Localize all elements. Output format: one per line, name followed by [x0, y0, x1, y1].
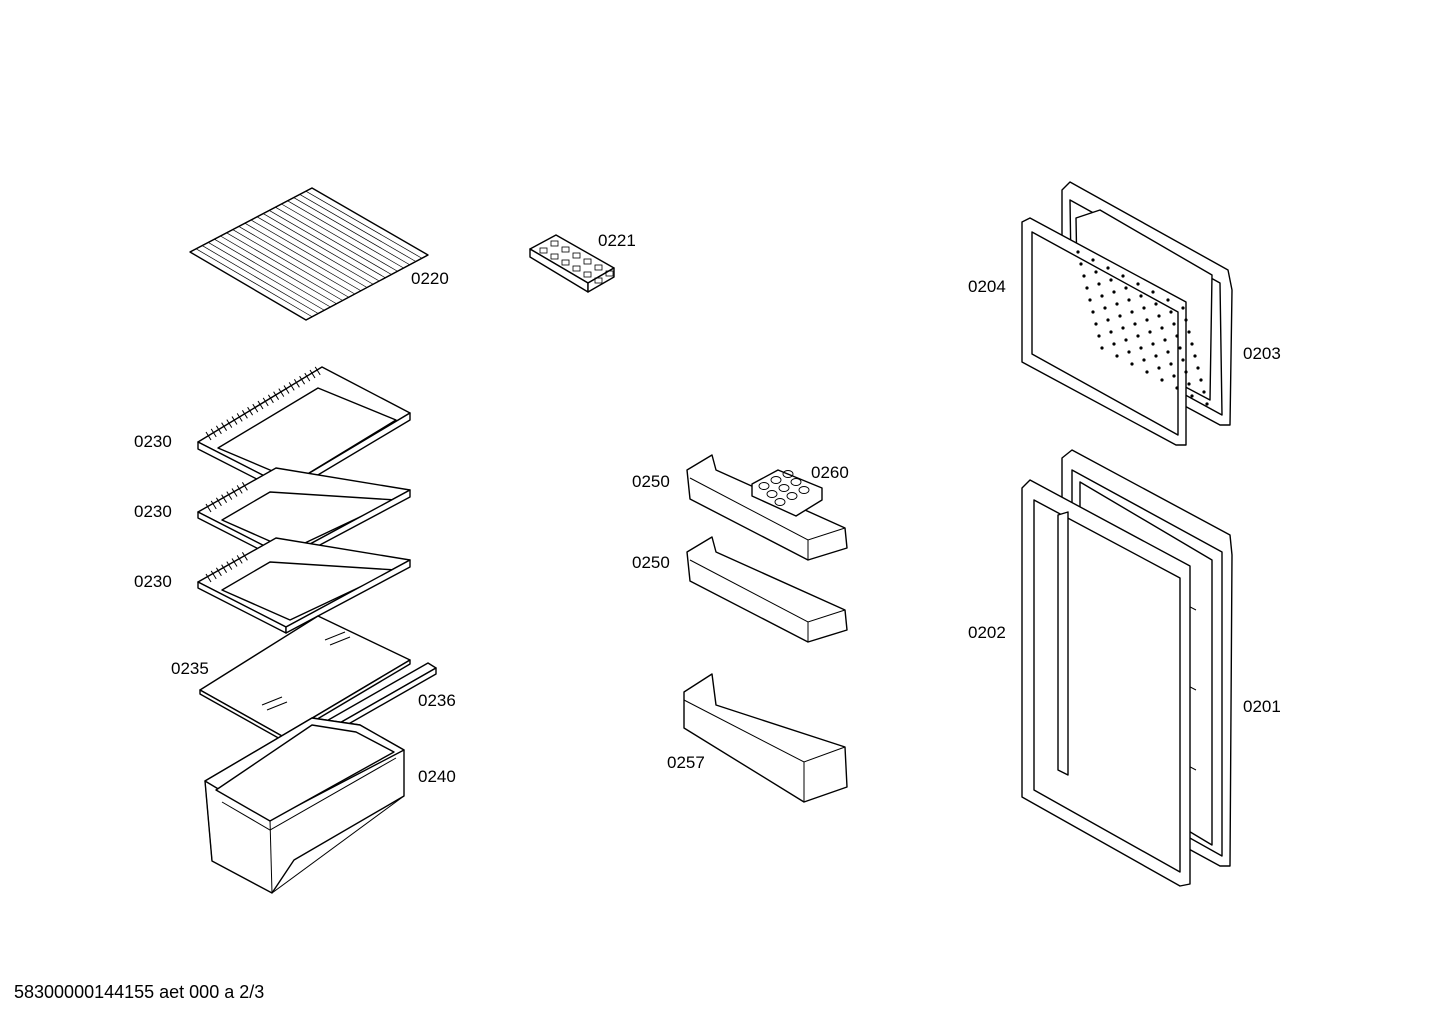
door-shelf-drawing-2	[686, 536, 848, 643]
freezer-gasket-drawing	[1021, 217, 1209, 446]
glass-shelf-drawing-1	[197, 366, 411, 495]
document-id-footer: 58300000144155 aet 000 a 2/3	[14, 982, 265, 1002]
part-label-0257: 0257	[667, 753, 705, 772]
part-label-0250-1: 0250	[632, 472, 670, 491]
part-label-0235: 0235	[171, 659, 209, 678]
part-label-0230-3: 0230	[134, 572, 172, 591]
part-label-0230-2: 0230	[134, 502, 172, 521]
part-label-0236: 0236	[418, 691, 456, 710]
bottle-shelf-drawing	[683, 673, 848, 803]
door-shelf-drawing-1	[686, 454, 848, 561]
part-label-0260: 0260	[811, 463, 849, 482]
part-label-0221: 0221	[598, 231, 636, 250]
part-label-0203: 0203	[1243, 344, 1281, 363]
part-label-0204: 0204	[968, 277, 1006, 296]
ice-tray-drawing	[529, 234, 615, 293]
wire-shelf-drawing	[189, 187, 429, 321]
part-label-0220: 0220	[411, 269, 449, 288]
part-label-0202: 0202	[968, 623, 1006, 642]
part-label-0250-2: 0250	[632, 553, 670, 572]
part-label-0240: 0240	[418, 767, 456, 786]
part-label-0201: 0201	[1243, 697, 1281, 716]
glass-shelf-drawing-3	[197, 537, 411, 634]
fridge-gasket-drawing	[1021, 479, 1191, 887]
egg-tray-drawing	[751, 469, 823, 517]
crisper-drawer-drawing	[204, 717, 405, 894]
part-label-0230-1: 0230	[134, 432, 172, 451]
